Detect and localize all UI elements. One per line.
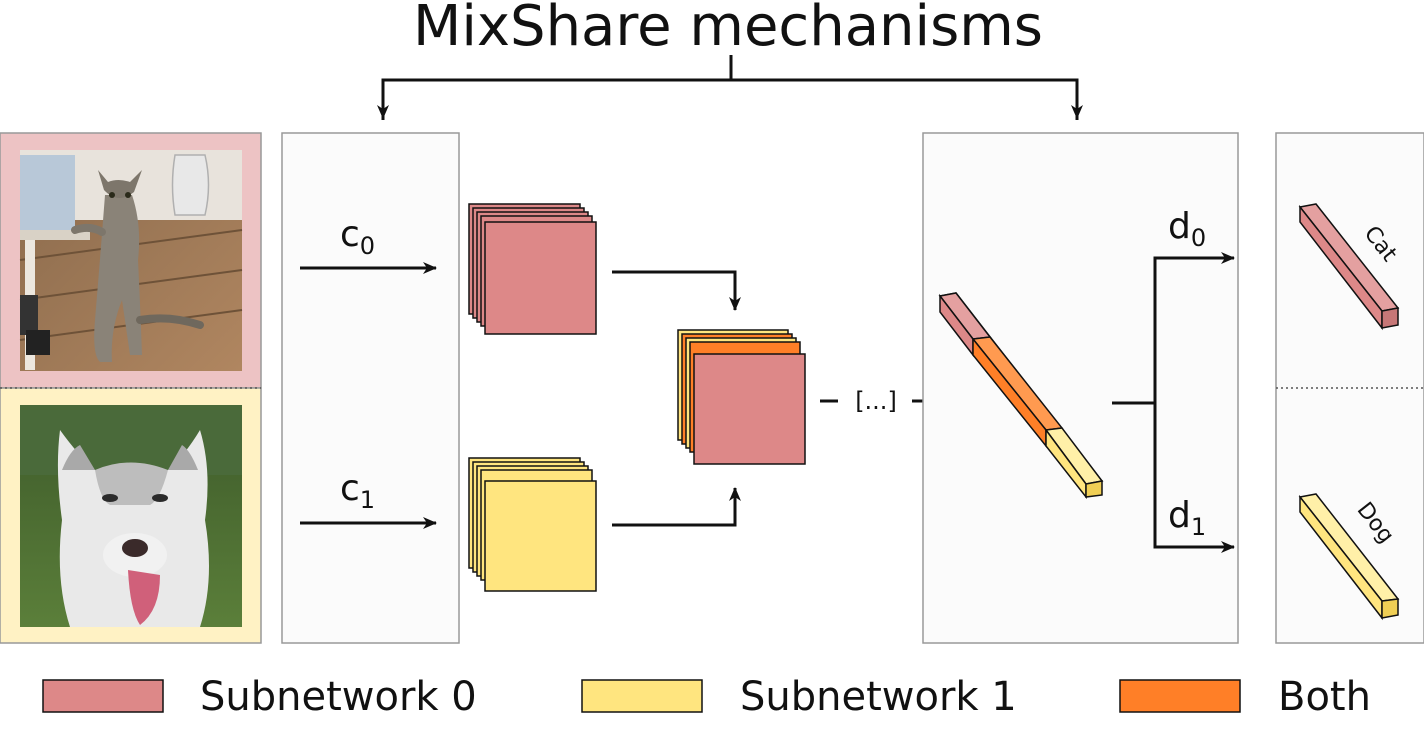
merge-arrows bbox=[612, 270, 741, 527]
cat-output-vector bbox=[1298, 203, 1400, 331]
dog-output-vector bbox=[1298, 493, 1400, 621]
mechanism-connector bbox=[377, 55, 1083, 120]
svg-text:c1: c1 bbox=[340, 468, 375, 514]
legend-item-subnetwork1: Subnetwork 1 bbox=[581, 674, 1017, 720]
c0-label: c bbox=[340, 214, 360, 255]
legend-label-subnetwork1: Subnetwork 1 bbox=[740, 674, 1017, 720]
d0-subscript: 0 bbox=[1191, 224, 1206, 252]
head-panel bbox=[922, 132, 1239, 644]
diagram-title: MixShare mechanisms bbox=[413, 0, 1043, 59]
subnetwork1-feature-stack bbox=[468, 457, 597, 592]
output-branch bbox=[1112, 252, 1235, 553]
legend-swatch-subnetwork0 bbox=[42, 679, 164, 713]
cat-photo bbox=[19, 150, 243, 371]
input-images-panel bbox=[0, 132, 262, 644]
c0-subscript: 0 bbox=[360, 232, 375, 260]
c1-subscript: 1 bbox=[360, 486, 375, 514]
legend-item-both: Both bbox=[1119, 674, 1371, 720]
legend-label-both: Both bbox=[1278, 674, 1371, 720]
d0-label: d bbox=[1168, 206, 1191, 247]
d1-label: d bbox=[1168, 495, 1191, 536]
encoder-panel bbox=[281, 132, 460, 644]
subnetwork0-feature-stack bbox=[468, 203, 597, 335]
svg-text:d0: d0 bbox=[1168, 206, 1206, 252]
d1-subscript: 1 bbox=[1191, 513, 1206, 541]
mixed-feature-stack bbox=[677, 329, 806, 465]
input-c0: c0 bbox=[300, 214, 437, 274]
legend-swatch-both bbox=[1119, 679, 1241, 713]
ellipsis-text: [...] bbox=[855, 387, 897, 415]
svg-text:c0: c0 bbox=[340, 214, 375, 260]
legend-swatch-subnetwork1 bbox=[581, 679, 703, 713]
input-c1: c1 bbox=[300, 468, 437, 529]
legend-item-subnetwork0: Subnetwork 0 bbox=[42, 674, 477, 720]
legend-label-subnetwork0: Subnetwork 0 bbox=[200, 674, 477, 720]
svg-text:d1: d1 bbox=[1168, 495, 1206, 541]
dog-photo bbox=[20, 405, 242, 627]
legend: Subnetwork 0 Subnetwork 1 Both bbox=[42, 674, 1371, 720]
c1-label: c bbox=[340, 468, 360, 509]
shared-feature-vector bbox=[938, 292, 1104, 500]
